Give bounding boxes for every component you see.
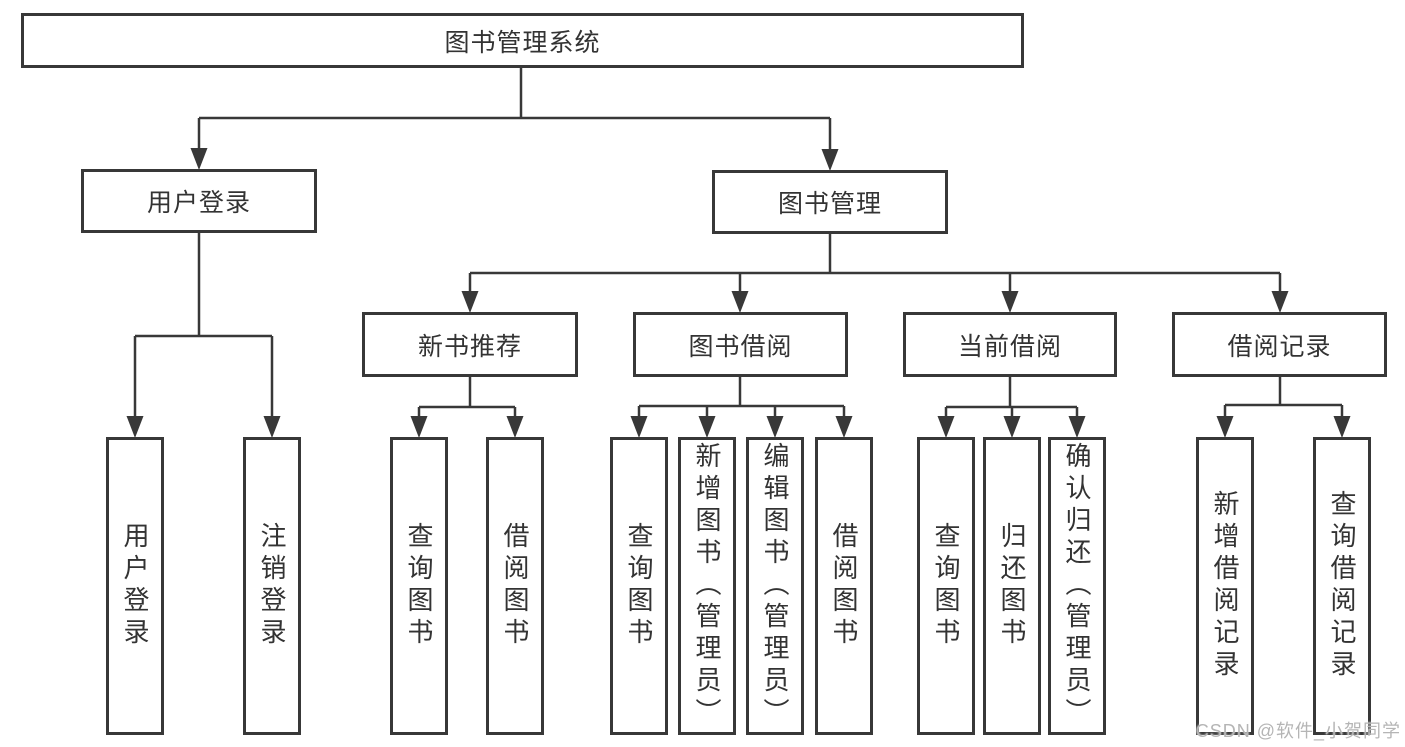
leaf-logout-label: 注销登录 <box>257 522 287 650</box>
node-new-book-recommend-label: 新书推荐 <box>417 332 522 361</box>
leaf-query-books-2-label: 查询图书 <box>624 522 654 650</box>
leaf-query-borrow-record-label: 查询借阅记录 <box>1327 490 1357 682</box>
leaf-add-borrow-record-label: 新增借阅记录 <box>1210 490 1240 682</box>
leaf-query-books-1: 查询图书 <box>390 437 448 735</box>
leaf-confirm-return-admin: 确认归还（管理员） <box>1048 437 1106 735</box>
node-book-borrow: 图书借阅 <box>633 312 848 377</box>
connector-login-to-leaves <box>126 233 281 438</box>
leaf-query-books-3: 查询图书 <box>917 437 975 735</box>
leaf-return-books: 归还图书 <box>983 437 1041 735</box>
leaf-query-books-3-label: 查询图书 <box>931 522 961 650</box>
node-borrow-records: 借阅记录 <box>1172 312 1387 377</box>
node-root-label: 图书管理系统 <box>444 28 601 57</box>
leaf-borrow-books-2-label: 借阅图书 <box>829 522 859 650</box>
leaf-edit-books-admin-label: 编辑图书（管理员） <box>760 442 790 730</box>
connector-newrec-to-leaves <box>410 377 524 438</box>
node-book-management: 图书管理 <box>712 170 948 234</box>
leaf-add-borrow-record: 新增借阅记录 <box>1196 437 1254 735</box>
node-root-system: 图书管理系统 <box>21 13 1024 68</box>
node-book-management-label: 图书管理 <box>777 190 882 218</box>
node-user-login: 用户登录 <box>81 169 317 233</box>
node-user-login-label: 用户登录 <box>146 189 251 217</box>
connector-mgmt-to-level3 <box>461 234 1289 313</box>
leaf-return-books-label: 归还图书 <box>997 522 1027 650</box>
leaf-user-login-label: 用户登录 <box>120 522 150 650</box>
node-new-book-recommend: 新书推荐 <box>362 312 578 377</box>
leaf-confirm-return-admin-label: 确认归还（管理员） <box>1062 442 1092 730</box>
connector-borrow-to-leaves <box>630 377 853 438</box>
leaf-logout: 注销登录 <box>243 437 301 735</box>
node-current-borrow-label: 当前借阅 <box>957 332 1062 361</box>
leaf-query-books-1-label: 查询图书 <box>404 522 434 650</box>
connector-records-to-leaves <box>1216 377 1351 438</box>
leaf-add-books-admin: 新增图书（管理员） <box>678 437 736 735</box>
leaf-add-books-admin-label: 新增图书（管理员） <box>692 442 722 730</box>
node-book-borrow-label: 图书借阅 <box>688 332 793 361</box>
leaf-borrow-books-2: 借阅图书 <box>815 437 873 735</box>
leaf-query-borrow-record: 查询借阅记录 <box>1313 437 1371 735</box>
csdn-watermark: CSDN @软件_小贺同学 <box>1195 721 1401 741</box>
leaf-borrow-books-1: 借阅图书 <box>486 437 544 735</box>
leaf-query-books-2: 查询图书 <box>610 437 668 735</box>
connector-root-to-level2 <box>190 68 839 171</box>
connector-current-to-leaves <box>937 377 1086 438</box>
leaf-borrow-books-1-label: 借阅图书 <box>500 522 530 650</box>
node-borrow-records-label: 借阅记录 <box>1227 332 1332 361</box>
node-current-borrow: 当前借阅 <box>903 312 1117 377</box>
leaf-user-login: 用户登录 <box>106 437 164 735</box>
leaf-edit-books-admin: 编辑图书（管理员） <box>746 437 804 735</box>
